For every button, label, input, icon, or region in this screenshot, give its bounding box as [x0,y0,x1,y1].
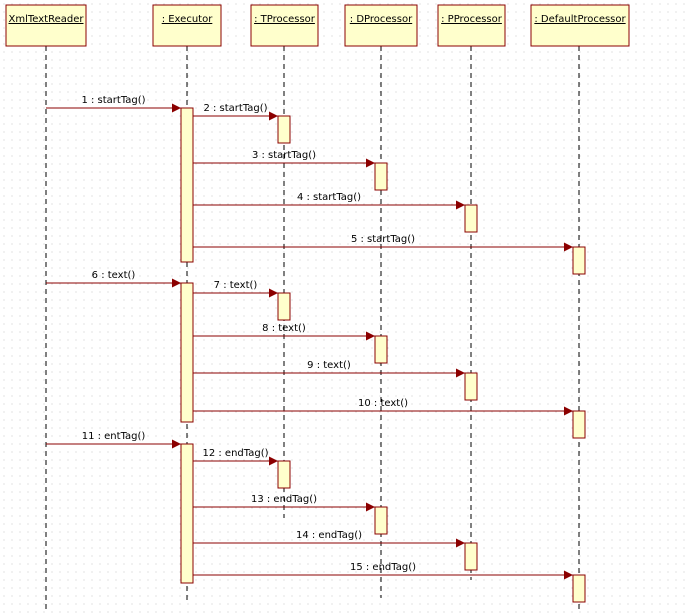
activation-bar-pproc [464,372,478,401]
activation-bar-pproc [464,204,478,233]
activation-bar-exec [180,443,194,584]
participant-box [250,4,319,47]
activation-bar-exec [180,282,194,423]
message-label: 11 : entTag() [82,431,146,442]
participant-label: : Executor [162,14,214,25]
message-label: 5 : startTag() [351,234,415,245]
participant-label: : TProcessor [254,14,316,25]
message-1[interactable]: 1 : startTag() [46,95,181,113]
participant-dproc[interactable]: : DProcessor [344,4,418,47]
message-15[interactable]: 15 : endTag() [193,562,573,580]
message-label: 15 : endTag() [350,562,416,573]
message-11[interactable]: 11 : entTag() [46,431,181,449]
message-12[interactable]: 12 : endTag() [193,448,278,466]
participant-label: : DProcessor [350,14,413,25]
message-9[interactable]: 9 : text() [193,360,465,378]
message-label: 4 : startTag() [297,192,361,203]
activation-bar-pproc [464,542,478,571]
participant-pproc[interactable]: : PProcessor [437,4,506,47]
message-label: 7 : text() [214,280,258,291]
message-6[interactable]: 6 : text() [46,270,181,288]
activation-bar-defproc [572,410,586,439]
participant-box [5,4,87,47]
message-label: 14 : endTag() [296,530,362,541]
participant-box [530,4,630,47]
activation-bar-exec [180,107,194,263]
message-4[interactable]: 4 : startTag() [193,192,465,210]
participant-box [437,4,506,47]
participant-defproc[interactable]: : DefaultProcessor [530,4,630,47]
participant-exec[interactable]: : Executor [152,4,222,47]
activation-bar-dproc [374,506,388,535]
message-label: 13 : endTag() [251,494,317,505]
message-label: 10 : text() [358,398,408,409]
message-5[interactable]: 5 : startTag() [193,234,573,252]
message-7[interactable]: 7 : text() [193,280,278,298]
participant-xml[interactable]: XmlTextReader [5,4,87,47]
message-label: 12 : endTag() [202,448,268,459]
activation-bar-tproc [277,292,291,321]
message-label: 8 : text() [262,323,306,334]
message-label: 1 : startTag() [81,95,145,106]
message-14[interactable]: 14 : endTag() [193,530,465,548]
activation-bar-defproc [572,574,586,603]
message-label: 6 : text() [92,270,136,281]
message-3[interactable]: 3 : startTag() [193,150,375,168]
message-label: 2 : startTag() [203,103,267,114]
activation-bar-tproc [277,460,291,489]
activation-bar-dproc [374,162,388,191]
activation-bar-tproc [277,115,291,144]
message-10[interactable]: 10 : text() [193,398,573,416]
message-2[interactable]: 2 : startTag() [193,103,278,121]
activation-bar-defproc [572,246,586,275]
message-label: 9 : text() [307,360,351,371]
message-8[interactable]: 8 : text() [193,323,375,341]
participant-box [152,4,222,47]
message-label: 3 : startTag() [252,150,316,161]
participant-label: XmlTextReader [9,14,85,25]
participant-label: : DefaultProcessor [534,14,626,25]
participant-tproc[interactable]: : TProcessor [250,4,319,47]
message-13[interactable]: 13 : endTag() [193,494,375,512]
participant-box [344,4,418,47]
participant-label: : PProcessor [441,14,503,25]
activation-bar-dproc [374,335,388,364]
